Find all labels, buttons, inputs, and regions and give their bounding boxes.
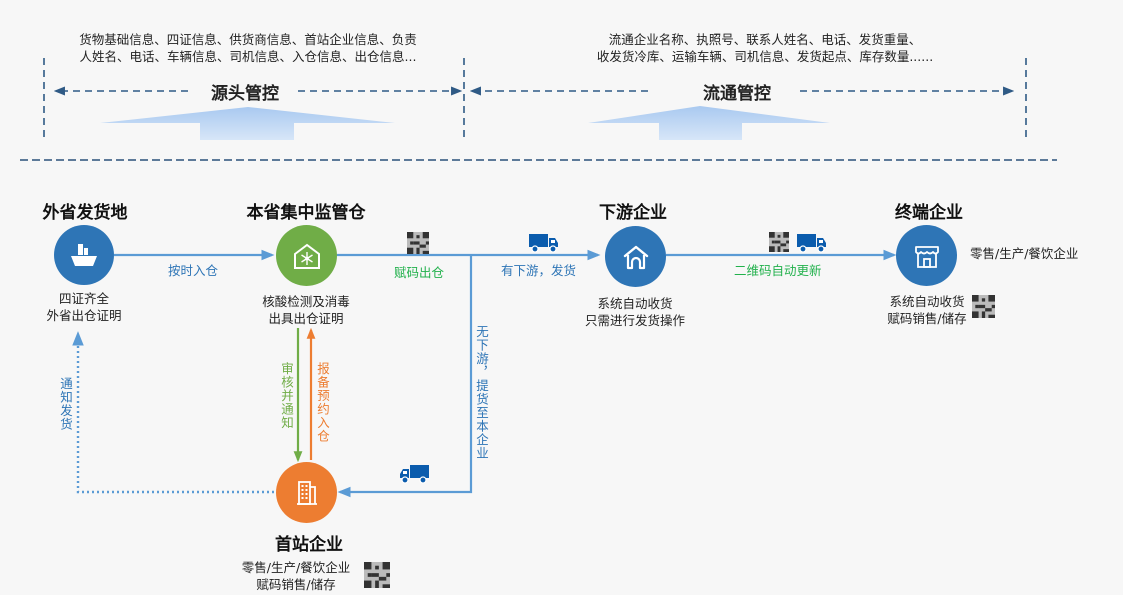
flow-no-downstream xyxy=(337,255,473,498)
store-icon xyxy=(914,245,939,268)
has-downstream-label: 有下游，发货 xyxy=(501,263,577,278)
origin-node[interactable] xyxy=(54,225,114,285)
source-info: 货物基础信息、四证信息、供货商信息、首站企业信息、负责 人姓名、电话、车辆信息、… xyxy=(58,31,438,65)
house-icon xyxy=(623,245,648,269)
source-control-title: 源头管控 xyxy=(211,84,279,104)
terminal-desc: 系统自动收货 赋码销售/储存 xyxy=(887,294,967,326)
circulation-control-title: 流通管控 xyxy=(703,84,771,104)
downstream-title: 下游企业 xyxy=(599,203,667,223)
origin-desc: 四证齐全 外省出仓证明 xyxy=(46,291,122,323)
report-reserve-label: 报备预约入仓 xyxy=(315,362,330,443)
terminal-side-note: 零售/生产/餐饮企业 xyxy=(970,246,1079,261)
coded-out-label: 赋码出仓 xyxy=(394,265,445,280)
source-info-line: 人姓名、电话、车辆信息、司机信息、入仓信息、出仓信息... xyxy=(79,49,417,64)
downstream-desc: 系统自动收货 只需进行发货操作 xyxy=(584,296,685,328)
qr-code-icon xyxy=(769,232,789,252)
no-downstream-label: 无下游，提货至本企业 xyxy=(474,325,489,460)
notify-ship-label: 通知发货 xyxy=(58,377,73,431)
qr-code-icon xyxy=(364,562,390,588)
circulation-info: 流通企业名称、执照号、联系人姓名、电话、发货重量、 收发货冷库、运输车辆、司机信… xyxy=(565,31,965,65)
terminal-title: 终端企业 xyxy=(895,203,963,223)
qr-auto-update-label: 二维码自动更新 xyxy=(734,263,822,278)
truck-icon xyxy=(797,234,826,253)
source-up-arrow xyxy=(100,107,395,140)
truck-icon xyxy=(529,234,558,253)
first-station-title: 首站企业 xyxy=(275,535,343,555)
source-info-line: 货物基础信息、四证信息、供货商信息、首站企业信息、负责 xyxy=(79,32,417,47)
downstream-node[interactable] xyxy=(605,226,666,287)
first-station-node[interactable] xyxy=(276,462,337,523)
terminal-node[interactable] xyxy=(896,225,957,286)
qr-code-icon xyxy=(972,295,995,318)
circulation-info-line: 流通企业名称、执照号、联系人姓名、电话、发货重量、 xyxy=(608,32,922,47)
ship-icon xyxy=(71,244,97,266)
cold-storage-icon xyxy=(293,243,320,269)
first-station-desc: 零售/生产/餐饮企业 赋码销售/储存 xyxy=(241,560,351,592)
warehouse-node[interactable] xyxy=(276,225,337,286)
qr-code-icon xyxy=(407,232,429,254)
on-time-in-label: 按时入仓 xyxy=(168,263,219,278)
circulation-info-line: 收发货冷库、运输车辆、司机信息、发货起点、库存数量...... xyxy=(596,49,934,64)
truck-icon xyxy=(400,465,429,484)
building-icon xyxy=(296,480,317,505)
notify-ship-arrow xyxy=(72,331,274,494)
warehouse-desc: 核酸检测及消毒 出具出仓证明 xyxy=(262,294,350,326)
warehouse-title: 本省集中监管仓 xyxy=(246,203,366,223)
origin-title: 外省发货地 xyxy=(42,203,128,223)
review-notify-label: 审核并通知 xyxy=(279,362,294,430)
circulation-up-arrow xyxy=(588,106,830,140)
